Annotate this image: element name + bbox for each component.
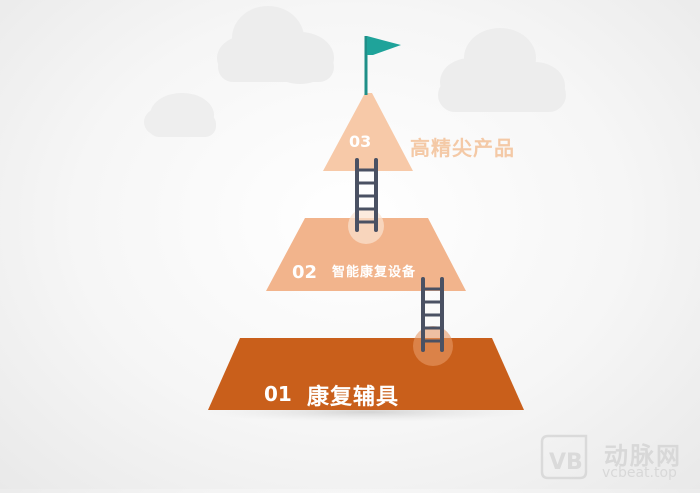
tier-1-number: 01 — [264, 382, 292, 406]
svg-text:VB: VB — [549, 450, 583, 475]
watermark-url: vcbeat.top — [602, 465, 677, 481]
tier-3-block — [323, 93, 413, 171]
cloud-left — [144, 93, 216, 137]
tier-2-number: 02 — [292, 262, 318, 283]
tier-3-label: 高精尖产品 — [410, 136, 515, 160]
tier-1-label: 康复辅具 — [307, 385, 400, 410]
tier-2-label: 智能康复设备 — [332, 265, 417, 280]
tier-2-block — [266, 218, 466, 291]
watermark-name: 动脉网 — [604, 442, 682, 470]
ladder-glow-lower — [413, 326, 453, 366]
flag-icon — [364, 36, 401, 95]
cloud-right — [438, 28, 566, 112]
ladder-lower — [421, 277, 444, 352]
tier-3-number: 03 — [349, 132, 372, 151]
ladder-upper — [355, 158, 378, 232]
ladder-glow-upper — [348, 208, 384, 244]
watermark-logo-icon: VB — [540, 434, 588, 480]
cloud-top — [217, 6, 334, 84]
